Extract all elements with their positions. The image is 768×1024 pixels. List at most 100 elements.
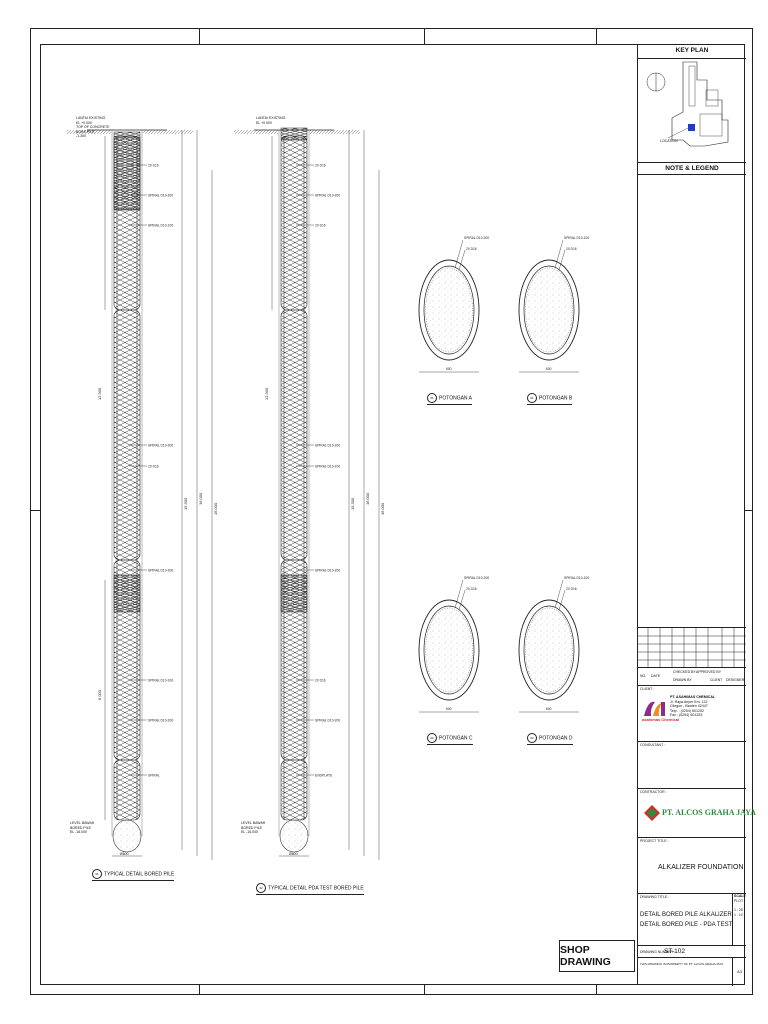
shop-drawing-stamp: SHOP DRAWING <box>559 940 635 972</box>
pile-cage-segment <box>113 759 141 821</box>
elev2-diameter: Ø600 <box>289 852 298 856</box>
section-leader <box>558 249 566 271</box>
callout-label: SPIRAL D10-200 <box>148 444 173 448</box>
section-spiral-label: SPIRAL D10-200 <box>464 236 489 240</box>
pile-top-concrete <box>113 136 141 210</box>
section-bars <box>425 267 473 353</box>
client-block: CLIENT : asahimas Chemical PT. ASAHIMAS … <box>638 685 746 741</box>
project-block: PROJECT TITLE : ALKALIZER FOUNDATION <box>638 837 746 893</box>
key-plan-building <box>705 89 719 107</box>
section-core <box>523 605 575 695</box>
grid-tick <box>199 28 200 44</box>
callout-label: SPIRAL D10-200 <box>148 719 173 723</box>
sheet-border <box>30 28 753 995</box>
section-spiral-label: SPIRAL D10-100 <box>564 236 589 240</box>
drawing-title-block: DRAWING TITLE : DETAIL BORED PILE ALKALI… <box>638 893 746 946</box>
dim-label: 16.000 <box>365 492 370 505</box>
client-logo-mark <box>644 701 665 716</box>
section-dim-label: 600 <box>546 707 552 711</box>
section-leader <box>458 249 466 271</box>
grid-tick <box>424 985 425 995</box>
ground-hatch <box>143 130 193 134</box>
section-outer <box>518 259 580 361</box>
key-plan-location-marker <box>688 124 695 131</box>
callout-label: 20 D16 <box>315 164 326 168</box>
callout-label: SPIRAL D10-100 <box>315 465 340 469</box>
pile-cage-segment <box>280 135 308 311</box>
callout-label: 20 D16 <box>315 679 326 683</box>
section-bars-label: 20 D16 <box>466 247 477 251</box>
dim-label: 12.300 <box>264 387 269 400</box>
callout-label: SPIRAL D10-200 <box>315 444 340 448</box>
drawing-area-border <box>40 44 745 985</box>
section-core <box>423 605 475 695</box>
pile-cage-segment <box>280 309 308 561</box>
elev2-top-notes: LANTAI EXISTING EL +0.000 <box>256 116 286 125</box>
revision-table <box>638 627 746 668</box>
section-dim-label: 600 <box>446 707 452 711</box>
callout-label: 20 D16 <box>148 164 159 168</box>
ground-hatch <box>67 130 111 134</box>
section-bars <box>525 267 573 353</box>
contractor-name: PT. ALCOS GRAHA JAYA <box>662 808 756 817</box>
section-core <box>423 265 475 355</box>
key-plan-building <box>699 113 723 137</box>
grid-tick <box>30 510 40 511</box>
pile-cage-dense <box>113 574 141 613</box>
key-plan-title: KEY PLAN <box>675 47 709 54</box>
drawing-title: DETAIL BORED PILE ALKALIZER DETAIL BORED… <box>640 912 733 928</box>
pile-cage-segment <box>280 759 308 821</box>
grid-tick <box>745 510 753 511</box>
revision-header: NO. DATE CHECKED BY DRAWN BY APPROVED BY… <box>638 667 746 685</box>
section-bars-label: 20 D16 <box>466 587 477 591</box>
dim-label: 16.000 <box>380 502 385 515</box>
elev2-bottom-notes: LEVEL BAWAH BORED PILE EL -16.000 <box>241 821 266 834</box>
pile-cage-dense <box>280 574 308 613</box>
key-plan-location-label: LOCATION <box>660 139 678 143</box>
note-legend-title: NOTE & LEGEND <box>638 162 746 174</box>
drawing-number-block: DRAWING NUMBER : ST-102 <box>638 945 746 957</box>
callout-label: SPIRAL D10-200 <box>315 569 340 573</box>
contractor-block: CONTRACTOR : PT. ALCOS GRAHA JAYA <box>638 788 756 837</box>
sheet-size: A3 <box>732 958 746 986</box>
grid-tick <box>199 985 200 995</box>
dim-label: 15.300 <box>183 497 188 510</box>
section-leader <box>454 579 464 609</box>
section-outer <box>518 599 580 701</box>
section-dim-label: 600 <box>446 367 452 371</box>
section-spiral-label: SPIRAL D10-100 <box>564 576 589 580</box>
key-plan-outline <box>671 61 729 147</box>
section-c: SPIRAL D10-200 20 D16 600 <box>418 576 489 713</box>
consultant-block: CONSULTANT : <box>638 741 746 788</box>
ground-hatch <box>234 130 278 134</box>
revision-grid <box>638 628 746 668</box>
section-bars-label: 20 D16 <box>566 247 577 251</box>
dim-label: 6.000 <box>97 689 102 700</box>
callout-label: SPIRAL D10-200 <box>148 194 173 198</box>
section-bars <box>425 607 473 693</box>
elev1-top-notes: LANTAI EXISTING EL +0.000 TOP OF CONCRET… <box>76 116 110 138</box>
pile-toe <box>279 819 309 853</box>
section-spiral-label: SPIRAL D10-200 <box>464 576 489 580</box>
pile-toe <box>112 819 142 853</box>
pile-cage-segment <box>113 309 141 561</box>
callout-label: SPIRAL <box>148 774 160 778</box>
copyright-note: THIS DRAWING IS PROPERTY OF PT. ALCOS GR… <box>640 962 724 966</box>
project-title: ALKALIZER FOUNDATION <box>658 864 744 871</box>
key-plan-building <box>688 65 696 107</box>
ground-hatch <box>310 130 360 134</box>
grid-tick <box>424 28 425 44</box>
dim-label: 16.000 <box>213 502 218 515</box>
section-outer <box>418 599 480 701</box>
drawing-number: ST-102 <box>664 948 685 955</box>
section-leader <box>554 579 564 609</box>
